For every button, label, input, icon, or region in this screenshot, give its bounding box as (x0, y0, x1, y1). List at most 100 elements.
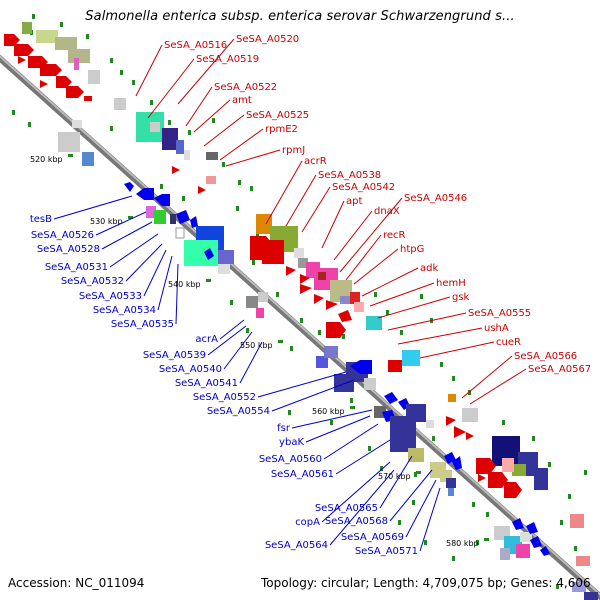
forward-gene-label: htpG (400, 244, 424, 255)
kbp-tick-mark (278, 340, 283, 343)
forward-gene-label: SeSA_A0525 (246, 110, 309, 121)
kbp-tick-label: 550 kbp (240, 341, 273, 350)
forward-gene-label: SeSA_A0538 (318, 170, 381, 181)
forward-gene-label: acrR (304, 156, 327, 167)
reverse-gene-leader (291, 409, 373, 429)
forward-gene-leader (225, 149, 281, 167)
kbp-tick-label: 520 kbp (30, 155, 63, 164)
reverse-gene-leader (257, 371, 347, 398)
forward-gene-label: SeSA_A0566 (514, 351, 577, 362)
forward-gene-label: cueR (496, 337, 521, 348)
forward-gene-label: SeSA_A0567 (528, 364, 591, 375)
reverse-gene-leader (321, 461, 391, 523)
forward-gene-label: SeSA_A0519 (196, 54, 259, 65)
reverse-gene-label: SeSA_A0541 (175, 378, 238, 389)
reverse-gene-label: SeSA_A0568 (325, 516, 388, 527)
reverse-gene-leader (95, 211, 147, 236)
reverse-gene-leader (207, 325, 247, 356)
reverse-gene-leader (219, 319, 245, 340)
kbp-tick-mark (68, 154, 73, 157)
reverse-gene-label: acrA (195, 334, 218, 345)
forward-gene-leader (185, 86, 213, 127)
forward-gene-leader (345, 234, 382, 281)
kbp-tick-label: 560 kbp (312, 407, 345, 416)
reverse-gene-label: SeSA_A0535 (111, 319, 174, 330)
reverse-gene-label: SeSA_A0526 (31, 230, 94, 241)
kbp-tick-label: 530 kbp (90, 217, 123, 226)
reverse-gene-leader (223, 331, 253, 370)
reverse-gene-label: SeSA_A0554 (207, 406, 270, 417)
forward-gene-leader (461, 355, 513, 399)
reverse-gene-label: SeSA_A0540 (159, 364, 222, 375)
forward-gene-leader (469, 368, 527, 405)
reverse-gene-label: SeSA_A0531 (45, 262, 108, 273)
forward-gene-leader (147, 58, 195, 119)
forward-gene-label: ushA (484, 323, 509, 334)
forward-gene-label: SeSA_A0546 (404, 193, 467, 204)
reverse-gene-label: ybaK (279, 437, 304, 448)
kbp-tick-mark (416, 471, 421, 474)
reverse-gene-label: fsr (277, 423, 291, 434)
reverse-gene-leader (389, 469, 433, 522)
forward-gene-label: SeSA_A0555 (468, 308, 531, 319)
forward-gene-label: amt (232, 95, 252, 106)
forward-gene-leader (203, 114, 245, 147)
forward-gene-labels: SeSA_A0516SeSA_A0520SeSA_A0519SeSA_A0522… (135, 34, 591, 405)
kbp-tick-mark (206, 279, 211, 282)
reverse-gene-leader (271, 379, 355, 412)
reverse-gene-leader (405, 479, 437, 538)
forward-gene-label: SeSA_A0522 (214, 82, 277, 93)
forward-gene-leader (353, 248, 399, 285)
genome-backbone-highlight (0, 55, 600, 596)
forward-gene-label: recR (383, 230, 406, 241)
reverse-gene-leader (157, 255, 173, 311)
reverse-gene-leader (379, 455, 413, 509)
reverse-gene-label: SeSA_A0569 (341, 532, 404, 543)
forward-gene-label: SeSA_A0516 (164, 40, 227, 51)
forward-gene-label: dnaX (374, 206, 400, 217)
kbp-tick-label: 540 kbp (168, 280, 201, 289)
forward-gene-leader (177, 38, 235, 105)
accession-label: Accession: NC_011094 (8, 576, 145, 590)
kbp-tick-mark (350, 406, 355, 409)
forward-gene-leader (387, 312, 467, 331)
reverse-gene-label: copA (295, 517, 320, 528)
reverse-gene-leader (175, 263, 179, 325)
forward-gene-leader (361, 267, 419, 297)
kbp-tick-label: 580 kbp (446, 539, 479, 548)
reverse-gene-leader (125, 243, 163, 282)
forward-gene-label: rpmE2 (265, 124, 298, 135)
reverse-gene-leader (335, 439, 391, 475)
kbp-tick-mark (484, 538, 489, 541)
forward-gene-leader (321, 200, 345, 249)
reverse-gene-label: SeSA_A0564 (265, 540, 328, 551)
genome-backbone (0, 54, 600, 600)
forward-gene-leader (265, 160, 303, 225)
reverse-gene-label: SeSA_A0560 (259, 454, 322, 465)
reverse-gene-label: tesB (30, 214, 52, 225)
topology-label: Topology: circular; Length: 4,709,075 bp… (261, 576, 591, 590)
tick-marks (12, 14, 587, 589)
reverse-gene-leader (239, 341, 263, 384)
forward-gene-label: hemH (436, 278, 466, 289)
forward-gene-label: SeSA_A0542 (332, 182, 395, 193)
forward-gene-leader (219, 128, 264, 161)
feature-cluster-570 (430, 436, 584, 528)
forward-gene-label: rpmJ (282, 145, 305, 156)
reverse-gene-labels: tesB SeSA_A0526SeSA_A0528SeSA_A0531SeSA_A… (30, 195, 441, 557)
forward-gene-leader (397, 327, 483, 345)
kbp-tick-mark (128, 216, 133, 219)
reverse-gene-label: SeSA_A0539 (143, 350, 206, 361)
reverse-gene-leader (323, 423, 379, 460)
feature-cluster-550 (316, 346, 478, 462)
forward-gene-leader (193, 99, 231, 133)
forward-gene-leader (135, 44, 163, 97)
feature-cluster-520 (58, 112, 218, 194)
reverse-gene-label: SeSA_A0534 (93, 305, 156, 316)
forward-gene-leader (377, 296, 451, 319)
reverse-gene-label: SeSA_A0532 (61, 276, 124, 287)
reverse-gene-leader (101, 221, 153, 250)
reverse-gene-label: SeSA_A0528 (37, 244, 100, 255)
